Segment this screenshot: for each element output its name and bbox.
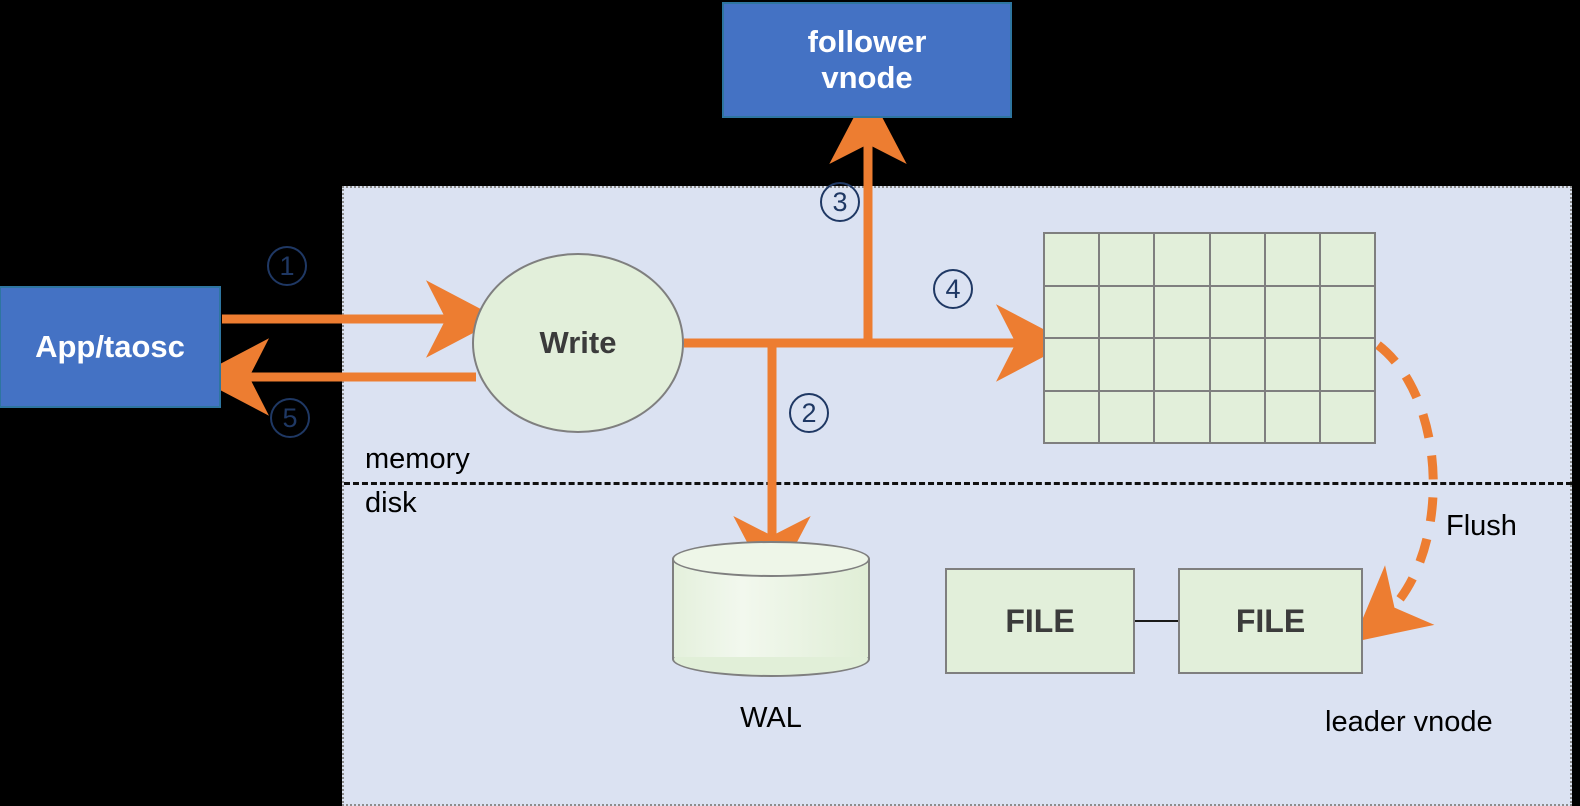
- memtable-cell: [1155, 391, 1209, 442]
- memtable-cell: [1210, 286, 1264, 337]
- memtable-cell: [1265, 234, 1319, 285]
- follower-vnode-box[interactable]: follower vnode: [722, 2, 1012, 118]
- step-marker-3: 3: [820, 182, 860, 222]
- memtable-cell: [1210, 339, 1264, 390]
- memtable-cell: [1320, 234, 1374, 285]
- memtable-cell: [1155, 286, 1209, 337]
- step-marker-5: 5: [270, 398, 310, 438]
- wal-label: WAL: [740, 702, 802, 734]
- memtable-cell: [1210, 391, 1264, 442]
- memtable-cell: [1155, 339, 1209, 390]
- memtable-cell: [1320, 391, 1374, 442]
- step-marker-4: 4: [933, 269, 973, 309]
- memtable-grid[interactable]: [1043, 232, 1376, 444]
- file-box-1[interactable]: FILE: [945, 568, 1135, 674]
- memtable-cell: [1265, 391, 1319, 442]
- step-marker-1: 1: [267, 246, 307, 286]
- file-connector-line: [1135, 620, 1178, 622]
- follower-vnode-label-line1: follower: [807, 24, 927, 60]
- memtable-cell: [1265, 339, 1319, 390]
- memtable-cell: [1155, 234, 1209, 285]
- memtable-cell: [1320, 339, 1374, 390]
- memtable-cell: [1100, 234, 1154, 285]
- write-node[interactable]: Write: [472, 253, 684, 433]
- wal-cylinder-top: [672, 541, 870, 577]
- wal-cylinder[interactable]: [672, 541, 870, 677]
- memtable-cell: [1045, 286, 1099, 337]
- file-box-2[interactable]: FILE: [1178, 568, 1363, 674]
- memtable-cell: [1100, 339, 1154, 390]
- memtable-cell: [1045, 339, 1099, 390]
- follower-vnode-label-line2: vnode: [821, 60, 913, 95]
- flush-label: Flush: [1446, 510, 1517, 542]
- memory-label: memory: [365, 443, 470, 475]
- step-marker-2: 2: [789, 393, 829, 433]
- leader-vnode-label: leader vnode: [1325, 706, 1493, 738]
- app-taosc-box[interactable]: App/taosc: [0, 286, 221, 408]
- memtable-cell: [1100, 391, 1154, 442]
- memtable-cell: [1210, 234, 1264, 285]
- memory-disk-divider: [344, 482, 1572, 485]
- memtable-cell: [1045, 234, 1099, 285]
- memtable-cell: [1320, 286, 1374, 337]
- disk-label: disk: [365, 487, 417, 519]
- memtable-cell: [1265, 286, 1319, 337]
- memtable-cell: [1100, 286, 1154, 337]
- memtable-cell: [1045, 391, 1099, 442]
